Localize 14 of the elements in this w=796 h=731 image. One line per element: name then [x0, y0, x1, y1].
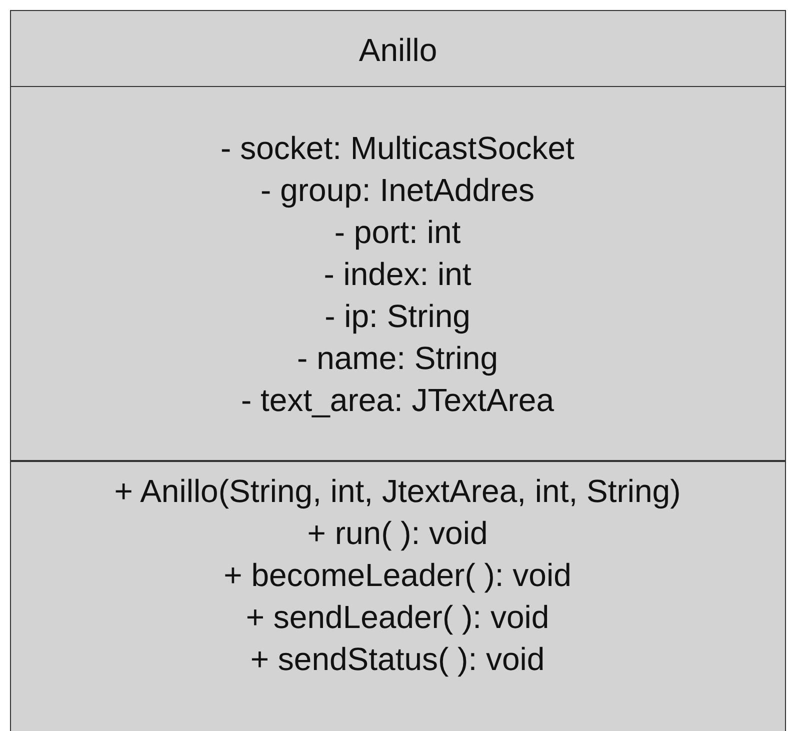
attribute-text: - index: int: [322, 255, 472, 294]
attribute-text: - name: String: [296, 339, 499, 378]
attribute-text: - text_area: JTextArea: [240, 381, 556, 420]
attribute-text: - socket: MulticastSocket: [220, 129, 576, 168]
method-text: + sendStatus( ): void: [249, 640, 546, 679]
method-text: + run( ): void: [306, 514, 489, 553]
method-text: + Anillo(String, int, JtextArea, int, String): [113, 472, 682, 511]
method-text: + becomeLeader( ): void: [222, 556, 572, 595]
attribute-text: - group: InetAddres: [260, 171, 536, 210]
class-name: Anillo: [358, 31, 438, 70]
attributes-compartment: [10, 86, 786, 461]
method-text: + sendLeader( ): void: [244, 598, 550, 637]
attribute-text: - ip: String: [324, 297, 472, 336]
attribute-text: - port: int: [333, 213, 462, 252]
